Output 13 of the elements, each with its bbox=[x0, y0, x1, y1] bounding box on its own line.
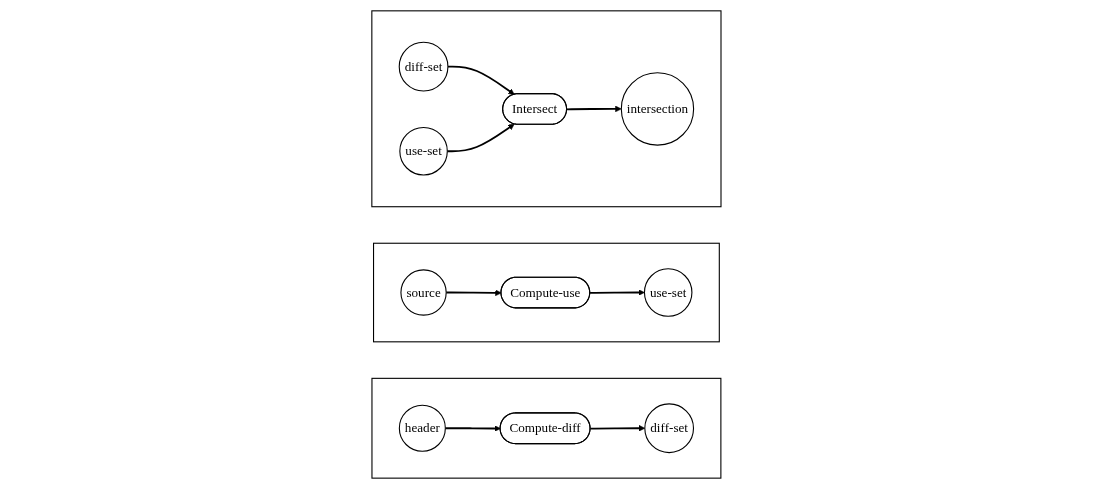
cluster bbox=[371, 377, 722, 479]
arrow bbox=[566, 105, 622, 113]
arrow bbox=[589, 289, 645, 296]
node-circle: use-set bbox=[399, 126, 448, 176]
cluster bbox=[371, 10, 722, 208]
cluster bbox=[373, 242, 720, 343]
node-circle: diff-set bbox=[398, 41, 449, 92]
node-circle: diff-set bbox=[644, 403, 695, 454]
node-circle: source bbox=[400, 269, 447, 316]
arrow bbox=[447, 65, 515, 95]
node-circle: header bbox=[398, 404, 446, 452]
node-circle: intersection bbox=[620, 72, 695, 146]
node-circle: use-set bbox=[644, 268, 693, 317]
